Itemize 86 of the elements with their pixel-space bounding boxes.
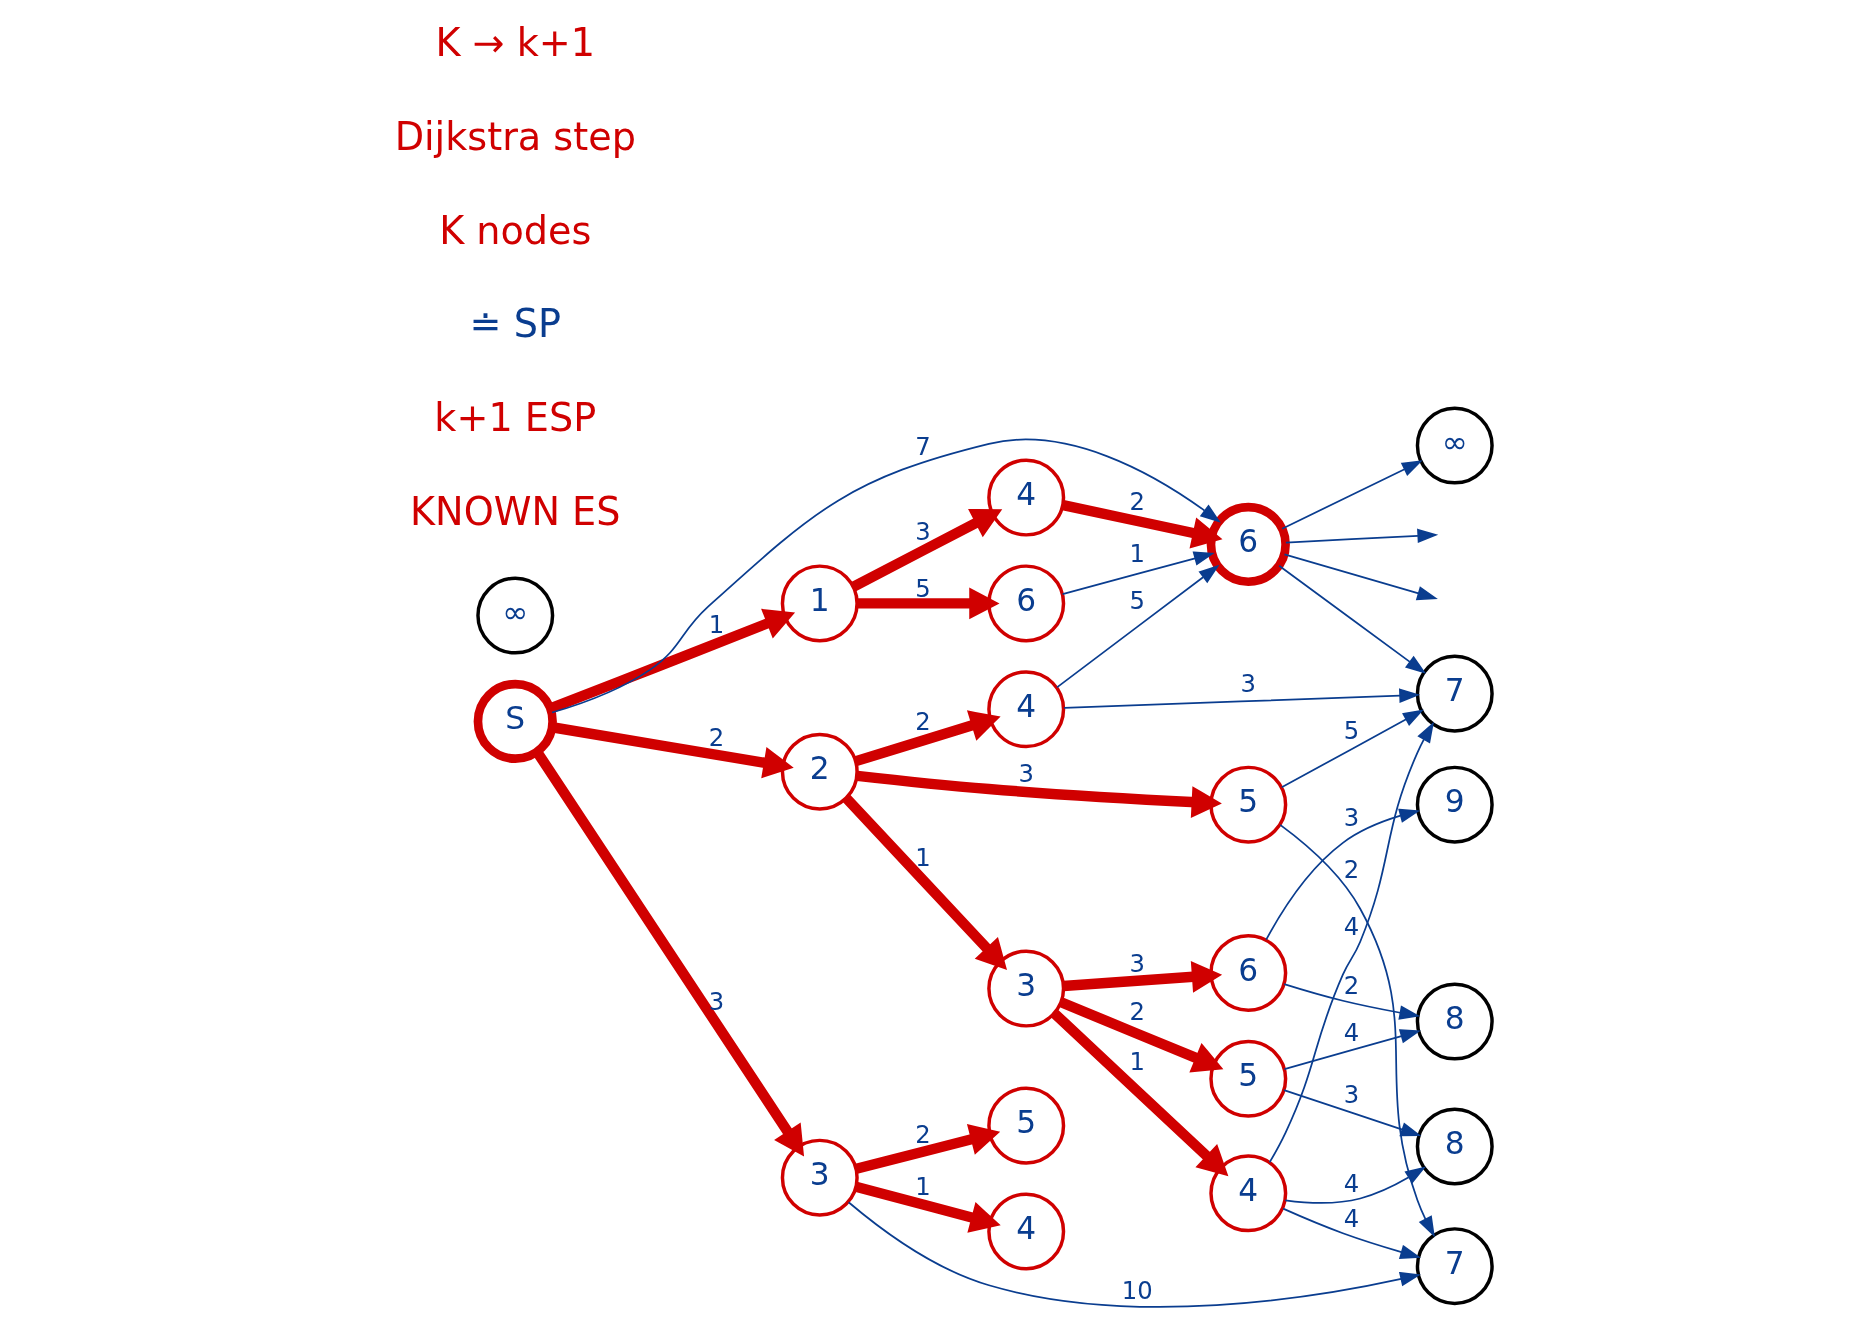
node-circle: 3 (986, 949, 1065, 1028)
edge-label: 2 (1129, 487, 1145, 517)
arrow (1282, 1089, 1421, 1137)
arrow (1281, 1207, 1421, 1259)
edge-label: 3 (1017, 759, 1034, 789)
edge-label: 5 (914, 573, 931, 603)
edge-label: 2 (914, 707, 931, 737)
node-circle: 5 (1208, 765, 1287, 844)
arrow (1283, 553, 1438, 601)
arrow (1055, 564, 1219, 689)
arrow (842, 794, 1007, 970)
node-circle: 4 (1208, 1154, 1287, 1233)
edge-label: 1 (1129, 1047, 1145, 1077)
arrow (1277, 564, 1426, 674)
label: K → k+1 (434, 21, 595, 66)
node-circle: 3 (780, 1138, 859, 1217)
arrow (854, 1181, 1001, 1233)
node-circle: 4 (986, 670, 1065, 749)
arrow (1264, 808, 1420, 941)
edge-label: 1 (708, 610, 724, 640)
edge-label: 3 (1240, 669, 1256, 699)
arrow (854, 1124, 1000, 1174)
arrow (532, 749, 804, 1157)
node-circle: 4 (986, 1192, 1065, 1271)
arrow (1062, 688, 1420, 709)
node-circle: 7 (1415, 1227, 1494, 1306)
edge-label: 3 (1129, 948, 1145, 978)
edge-label: 3 (1343, 802, 1359, 832)
edge-label: 1 (914, 842, 931, 872)
edge-label: 4 (1343, 1017, 1359, 1047)
edge-label: 2 (1343, 854, 1359, 884)
arrow (1058, 997, 1223, 1073)
node-circle: 4 (986, 458, 1065, 537)
edge-label: 2 (1129, 997, 1145, 1027)
node-circle: 5 (986, 1086, 1065, 1165)
arrow (850, 509, 1002, 592)
arrow (856, 587, 1000, 620)
label: K nodes (438, 208, 591, 253)
arrow (1280, 709, 1424, 789)
arrow (1050, 1009, 1228, 1177)
arrow (856, 770, 1222, 818)
arrow (1062, 961, 1222, 993)
arrow (1268, 721, 1434, 1164)
edge-label: 2 (914, 1120, 931, 1150)
edge-label: 10 (1121, 1276, 1153, 1306)
arrow (1283, 1029, 1421, 1070)
node-circle: ∞ (1415, 406, 1494, 485)
node-circle: ∞ (475, 576, 554, 655)
node-circle: S (473, 679, 557, 764)
edge-label: 2 (708, 723, 724, 753)
edge-label: 1 (914, 1172, 931, 1202)
arrow (550, 438, 1221, 714)
arrow (853, 710, 1001, 767)
node-circle: 1 (780, 564, 859, 643)
node-circle: 2 (780, 732, 859, 811)
edge-label: 3 (1343, 1080, 1359, 1110)
node-circle: 6 (1208, 933, 1287, 1012)
edge-label: 4 (1343, 912, 1359, 942)
node-circle: 7 (1415, 654, 1494, 733)
edge-label: 1 (1129, 539, 1145, 569)
arrow (1280, 460, 1423, 530)
arrow (1283, 1166, 1426, 1204)
edge-label: 4 (1343, 1168, 1359, 1198)
edge-label: 5 (1129, 585, 1145, 615)
edge-label: 2 (1343, 971, 1359, 1001)
arrow (1061, 500, 1222, 549)
node-circle: 6 (1206, 502, 1290, 587)
edge-label: 5 (1343, 716, 1359, 746)
node-circle: 9 (1415, 765, 1494, 844)
arrow (1278, 824, 1435, 1238)
node-circle: 8 (1415, 1107, 1494, 1186)
edge-label: 3 (914, 516, 931, 546)
edge-label: 7 (914, 431, 931, 461)
node-circle: 5 (1208, 1039, 1287, 1118)
arrow (847, 1201, 1421, 1308)
edge-label: 3 (708, 986, 724, 1016)
node-circle: 8 (1415, 982, 1494, 1061)
edge-label: 4 (1343, 1203, 1359, 1233)
node-circle: 6 (986, 564, 1065, 643)
label: ≐ SP (469, 302, 561, 347)
label: k+1 ESP (433, 395, 596, 440)
arrow (1282, 983, 1420, 1020)
arrow (1061, 551, 1215, 595)
label: KNOWN ES (409, 489, 620, 534)
arrow (1284, 528, 1438, 544)
label: Dijkstra step (394, 114, 636, 159)
